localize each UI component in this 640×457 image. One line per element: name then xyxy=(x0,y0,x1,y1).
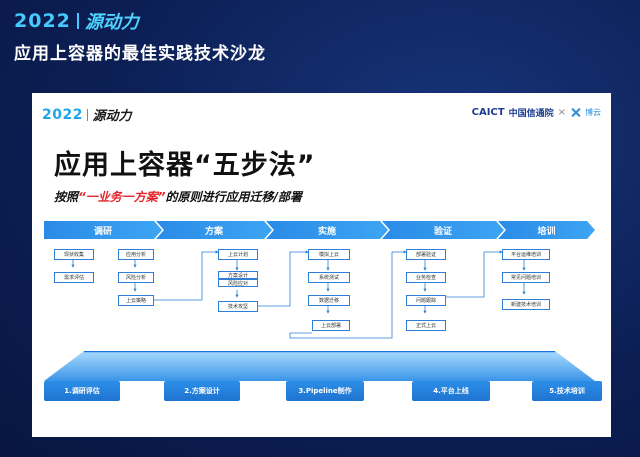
flow-box: 风险应对 xyxy=(218,279,258,287)
flow-box: 现状收集 xyxy=(54,249,94,260)
step-button-3[interactable]: 3.Pipeline制作 xyxy=(286,381,364,401)
flow-box: 风险分析 xyxy=(118,272,154,283)
flow-box: 上云部署 xyxy=(312,320,350,331)
subtitle-prefix: 按照 xyxy=(54,190,79,204)
partner-logos: CAICT 中国信通院 × 博云 xyxy=(472,106,601,119)
flow-diagram: 现状收集 需求评估 应用分析 风险分析 上云策略 上云计划 方案设计 风险应对 … xyxy=(32,239,611,349)
bocloud-name: 博云 xyxy=(585,108,601,117)
slide-subtitle: 按照“一业务一方案”的原则进行应用迁移/部署 xyxy=(54,188,302,205)
step-button-5[interactable]: 5.技术培训 xyxy=(532,381,602,401)
phase-bar: 调研 方案 实施 验证 培训 xyxy=(44,221,595,239)
phase-research: 调研 xyxy=(44,221,162,239)
cross-icon: × xyxy=(557,107,566,118)
caict-name: 中国信通院 xyxy=(508,109,554,119)
step-button-4[interactable]: 4.平台上线 xyxy=(412,381,490,401)
flow-box: 上云策略 xyxy=(118,295,154,306)
caict-logo: CAICT xyxy=(471,107,505,118)
phase-training: 培训 xyxy=(498,221,595,239)
subtitle-suffix: 的原则进行应用迁移/部署 xyxy=(165,190,302,204)
flow-box: 部署验证 xyxy=(406,249,446,260)
slide-title: 应用上容器“五步法” xyxy=(54,150,316,181)
event-brand: 源动力 xyxy=(84,12,139,33)
logo-divider xyxy=(76,13,79,29)
steps-row: 1.调研评估 2.方案设计 3.Pipeline制作 4.平台上线 5.技术培训 xyxy=(32,381,611,407)
flow-box: 平台运维培训 xyxy=(502,249,550,260)
phase-verify: 验证 xyxy=(382,221,504,239)
slide-logo: 2022 源动力 xyxy=(42,105,132,125)
flow-box: 技术攻坚 xyxy=(218,301,258,312)
step-button-1[interactable]: 1.调研评估 xyxy=(44,381,120,401)
slide-logo-year: 2022 xyxy=(42,106,83,123)
flow-box: 业务检查 xyxy=(406,272,446,283)
flow-box: 数据迁移 xyxy=(308,295,350,306)
flow-box: 常见问题培训 xyxy=(502,272,550,283)
projection-fan xyxy=(44,351,595,381)
event-logo: 2022 源动力 xyxy=(14,8,139,34)
event-year: 2022 xyxy=(14,10,71,32)
flow-box: 问题跟踪 xyxy=(406,295,446,306)
slide-logo-divider xyxy=(86,108,89,121)
phase-plan: 方案 xyxy=(156,221,272,239)
flow-box: 应用分析 xyxy=(118,249,154,260)
page-title: 应用上容器的最佳实践技术沙龙 xyxy=(14,44,266,64)
bocloud-icon xyxy=(570,107,581,118)
flow-box: 新建技术培训 xyxy=(502,299,550,310)
flow-box: 正式上云 xyxy=(406,320,446,331)
slide: 2022 源动力 CAICT 中国信通院 × 博云 应用上容器“五步法” 按照“… xyxy=(32,93,611,437)
slide-logo-brand: 源动力 xyxy=(92,109,132,124)
flow-box: 需求评估 xyxy=(54,272,94,283)
phase-implement: 实施 xyxy=(266,221,388,239)
flow-box: 上云计划 xyxy=(218,249,258,260)
flow-box: 系统测试 xyxy=(308,272,350,283)
flow-box: 方案设计 xyxy=(218,271,258,279)
flow-box: 模拟上云 xyxy=(308,249,350,260)
step-button-2[interactable]: 2.方案设计 xyxy=(164,381,240,401)
subtitle-highlight: “一业务一方案” xyxy=(78,190,166,204)
flow-connectors xyxy=(71,250,526,339)
